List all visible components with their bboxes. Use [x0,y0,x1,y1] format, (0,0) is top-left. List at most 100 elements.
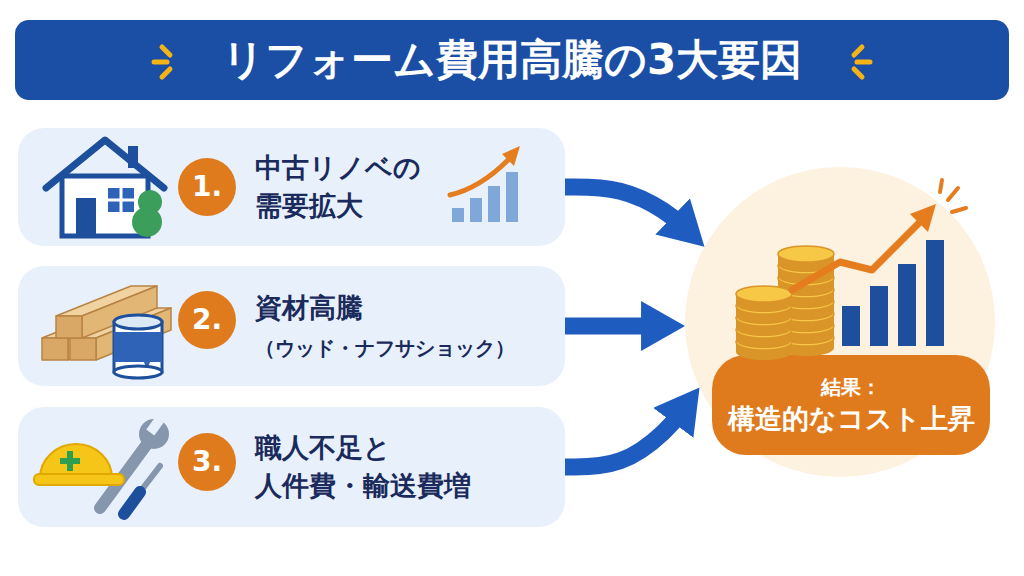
coin-stacks [736,246,834,360]
result-text: 結果： [821,373,881,401]
helmet-cross [60,458,80,464]
window-bar [120,188,123,212]
result-circle: 結果：構造的なコスト上昇 [685,167,995,477]
plank-end [70,338,96,360]
house-roof [46,140,164,188]
factor-box: 職人不足と 人件費・輸送費増 3. [18,407,565,527]
trend-line [450,160,508,195]
plank-end [42,338,68,360]
result-text: 構造的なコスト上昇 [728,401,975,437]
badge-fill [178,158,236,216]
coin [778,306,834,332]
factor-box: 中古リノベの 需要拡大 1. [18,128,565,246]
text-area: 3. [178,433,236,491]
coin [778,246,834,272]
coin [778,270,834,296]
can-label [114,332,162,367]
house-chimney [128,146,138,168]
coin [736,298,792,324]
sparkle-line [854,47,862,55]
factor-text: 資材高騰 [255,289,363,327]
tools-icon [34,417,169,514]
sparkle-line [154,60,167,65]
chart-bar [452,208,464,222]
flow-arrow [565,318,659,335]
plank-top [42,308,143,338]
plank-end [56,316,82,338]
bush [138,190,162,214]
text-area: 職人不足と 人件費・輸送費増 [255,407,500,527]
chart-bar [488,186,500,222]
sparkle-line [952,208,966,212]
helmet-dome [40,444,112,478]
diagram-title: リフォーム費用高騰の3大要因 [190,22,834,98]
flow-arrow [565,408,684,467]
plank-side [82,286,157,338]
chart-icon [450,146,520,222]
factor-text: 職人不足と 人件費・輸送費増 [255,429,500,505]
house-window [108,188,134,212]
text-area: 中古リノベの 需要拡大 [255,128,460,246]
house-door [76,198,96,236]
sparkle-left [154,47,170,77]
number-badge: 2. [178,291,236,349]
title-banner [15,20,1009,100]
sparkle-line [948,188,958,200]
screwdriver-handle [124,492,140,514]
result-bar [870,286,888,346]
house-body [62,176,148,236]
factor-text: （ウッド・ナフサショック） [255,333,515,363]
can-bottom [114,366,162,378]
number-badge: 3. [178,433,236,491]
title-text: リフォーム費用高騰の3大要因 [222,32,802,88]
sparkle-line [857,60,870,65]
can-body [114,322,162,372]
result-trend-line [792,222,920,290]
plank-side [68,308,143,360]
result-bar [842,306,860,346]
sparkle-right [854,47,870,77]
text-area: 資材高騰 （ウッド・ナフサショック） [255,266,560,386]
sparkle-line [940,180,942,192]
result-fill [685,167,995,477]
result-pill: 結果：構造的なコスト上昇 [712,355,990,455]
callout-number: 1. [192,171,222,203]
wrench-notch [146,417,163,436]
chart-bar [506,172,518,222]
result-bar [898,264,916,346]
house-icon [46,140,164,237]
result-bars [842,240,944,346]
plank-side [96,308,171,360]
helmet-brim [34,474,124,485]
coin [778,318,834,344]
number-badge: 1. [178,158,236,216]
coin [736,322,792,348]
bush [132,207,162,237]
coin [778,282,834,308]
badge-fill [178,433,236,491]
chart-bar [470,198,482,222]
wood-icon [42,286,171,360]
coin [736,334,792,360]
flow-arrow [565,187,686,229]
result-bar [926,240,944,346]
result-sparkle [940,180,966,212]
coin [778,294,834,320]
sparkle-line [854,69,862,77]
sparkle-line [162,47,170,55]
window-bar [108,199,134,202]
text-area: 1. [178,158,236,216]
coin [778,330,834,356]
trend-head [502,146,520,166]
helmet-cross [67,451,73,471]
callout-number: 3. [192,446,222,478]
plank-top [70,308,171,338]
paint-can-icon [114,315,162,378]
result-trend-head [910,204,936,232]
text-area: 2. [178,291,236,349]
factor-box: 資材高騰 （ウッド・ナフサショック） 2. [18,266,565,386]
can-lid [114,315,162,329]
wrench-handle [100,440,150,508]
factor-text: 中古リノベの 需要拡大 [255,149,460,225]
